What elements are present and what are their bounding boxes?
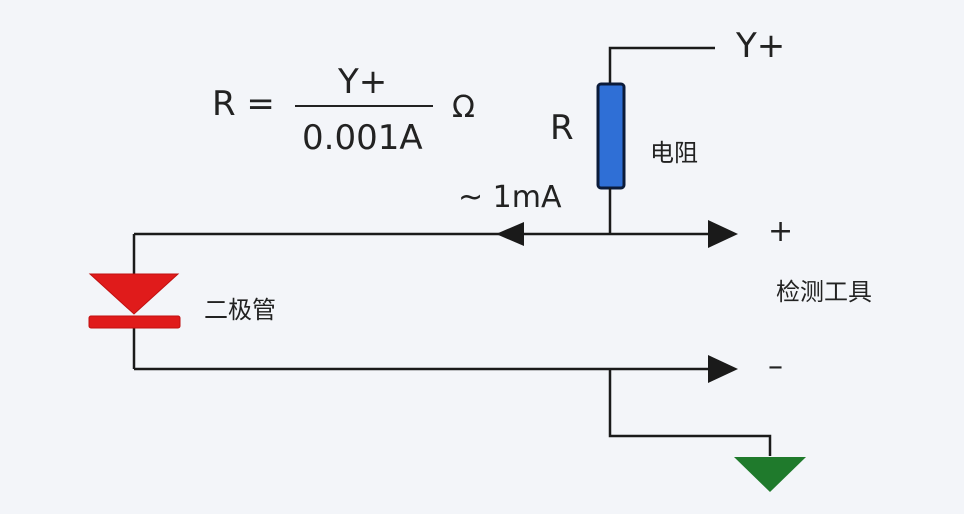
vplus-label: Y+ — [736, 26, 786, 66]
resistor-symbol-label: R — [550, 108, 574, 148]
resistor-body — [596, 82, 626, 190]
plus-arrow — [708, 220, 738, 248]
current-label: ~ 1mA — [458, 180, 562, 215]
ground-triangle — [734, 457, 806, 492]
ground-wire — [608, 369, 772, 456]
minus-arrow — [708, 355, 738, 383]
formula-denominator: 0.001A — [302, 118, 423, 158]
resistor-name-label: 电阻 — [650, 139, 698, 167]
diode-bar — [88, 315, 181, 329]
diode-triangle — [88, 273, 180, 315]
minus-terminal-label: – — [768, 349, 783, 384]
formula-lhs: R = — [212, 84, 275, 124]
plus-terminal-label: + — [768, 214, 794, 249]
current-arrow — [496, 222, 524, 246]
tool-name-label: 检测工具 — [776, 278, 872, 306]
formula-numerator: Y+ — [338, 62, 388, 102]
formula-unit: Ω — [452, 90, 475, 125]
diode-name-label: 二极管 — [204, 296, 276, 324]
